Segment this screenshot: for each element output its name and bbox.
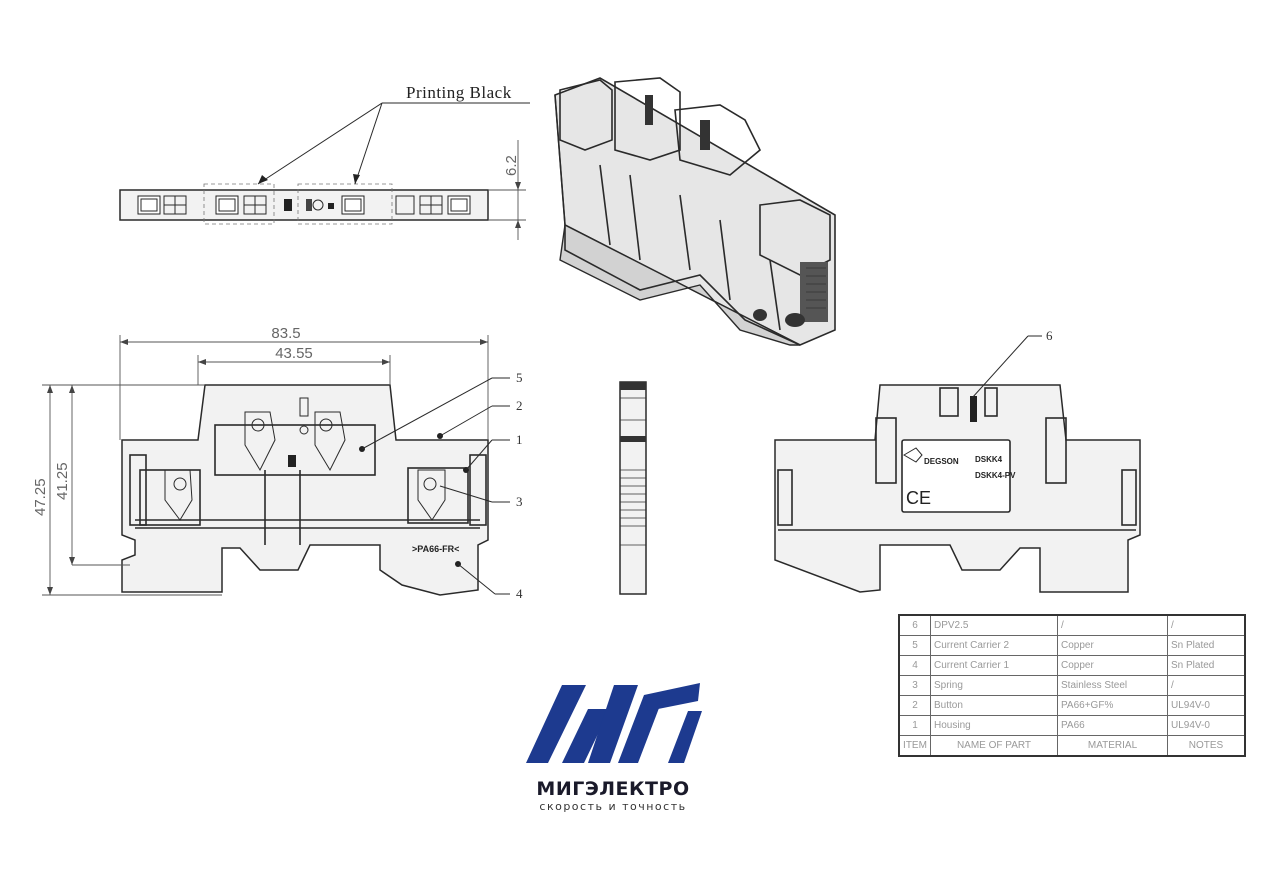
bom-cell-material: Stainless Steel [1057, 675, 1168, 696]
bom-cell-item: 2 [898, 695, 931, 716]
brand-marking: DEGSON [924, 457, 959, 466]
callout-2: 2 [516, 398, 523, 413]
top-view: Printing Black 6.2 [119, 83, 530, 240]
bom-cell-notes: Sn Plated [1167, 635, 1246, 656]
dim-inner-height: 41.25 [54, 462, 71, 500]
bom-cell-item: 1 [898, 715, 931, 736]
bom-cell-name: Current Carrier 1 [930, 655, 1058, 676]
bom-cell-notes: / [1167, 614, 1246, 636]
brand-logo [526, 683, 702, 763]
product-marking-1: DSKK4 [975, 455, 1003, 464]
bom-cell-material: PA66 [1057, 715, 1168, 736]
side-view [619, 381, 647, 595]
bom-cell-material: Copper [1057, 655, 1168, 676]
callout-6: 6 [1046, 328, 1053, 343]
logo-name: МИГЭЛЕКТРО [536, 778, 690, 800]
bom-cell-name: DPV2.5 [930, 614, 1058, 636]
callout-1: 1 [516, 432, 523, 447]
bom-cell-name: Button [930, 695, 1058, 716]
ce-mark: CE [906, 488, 931, 508]
bom-cell-material: PA66+GF% [1057, 695, 1168, 716]
bom-cell-notes: Sn Plated [1167, 655, 1246, 676]
bom-cell-name: Spring [930, 675, 1058, 696]
bom-cell-name: Current Carrier 2 [930, 635, 1058, 656]
bom-cell-name: Housing [930, 715, 1058, 736]
dim-height-top: 6.2 [503, 155, 520, 176]
bom-cell-notes: UL94V-0 [1167, 695, 1246, 716]
callout-5: 5 [516, 370, 523, 385]
front-view: >PA66-FR< 83.5 43.55 47.25 41.25 [32, 325, 523, 601]
bom-header-cell: NOTES [1167, 735, 1246, 757]
dim-inner-width: 43.55 [275, 345, 313, 362]
bom-header-cell: MATERIAL [1057, 735, 1168, 757]
dim-total-height: 47.25 [32, 478, 49, 516]
bom-cell-item: 3 [898, 675, 931, 696]
callout-4: 4 [516, 586, 523, 601]
isometric-view [554, 77, 836, 346]
material-marking: >PA66-FR< [412, 544, 459, 554]
product-marking-2: DSKK4-PV [975, 471, 1016, 480]
dim-total-width: 83.5 [271, 325, 300, 342]
printing-label: Printing Black [406, 83, 512, 102]
bom-cell-item: 6 [898, 614, 931, 636]
callout-3: 3 [516, 494, 523, 509]
bom-header-cell: ITEM [898, 735, 931, 757]
bom-cell-material: / [1057, 614, 1168, 636]
bom-cell-material: Copper [1057, 635, 1168, 656]
bom-cell-notes: UL94V-0 [1167, 715, 1246, 736]
bom-header-cell: NAME OF PART [930, 735, 1058, 757]
rear-view: DEGSON DSKK4 DSKK4-PV CE 6 [774, 328, 1141, 593]
logo-tagline: скорость и точность [539, 800, 687, 813]
bom-cell-item: 4 [898, 655, 931, 676]
bom-cell-notes: / [1167, 675, 1246, 696]
bom-cell-item: 5 [898, 635, 931, 656]
